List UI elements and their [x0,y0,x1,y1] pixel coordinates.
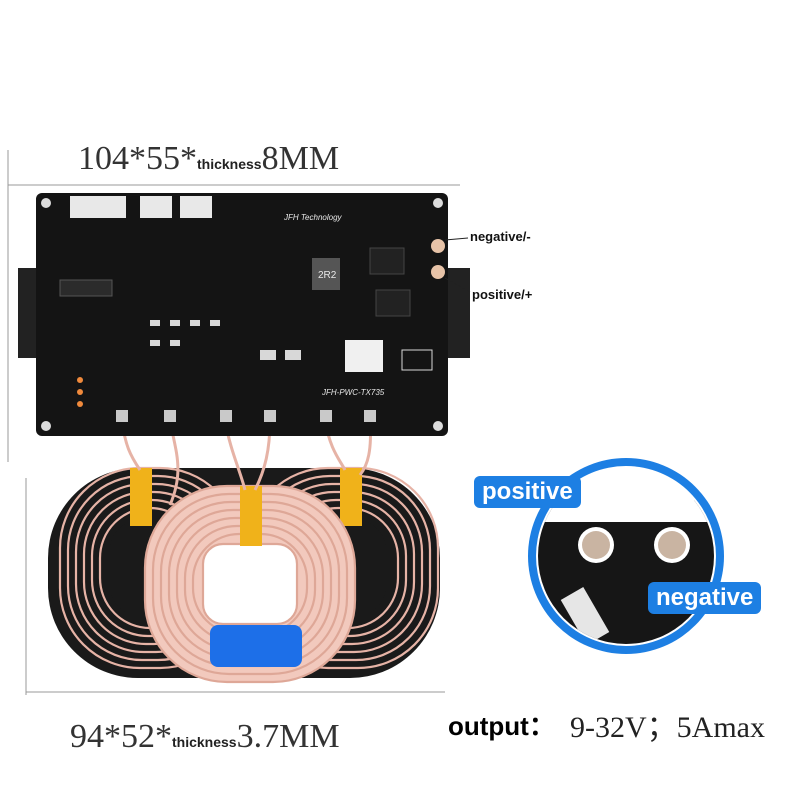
coil-left-tape [130,468,152,526]
pcb-board: 2R2 JFH Technology JFH-PWC-TX735 [18,193,470,436]
coil-thickness-text: 3.7MM [236,718,340,755]
negative-leader-line [444,237,469,241]
coil-center-tape [240,486,262,546]
pcb-model-text: JFH-PWC-TX735 [321,388,385,397]
output-label: output： [448,711,555,741]
coil-size-text: 94*52* [70,718,172,755]
coil-blue-label [210,625,302,667]
board-thickness-word: thickness [197,156,262,172]
inductor [312,258,340,290]
negative-terminal-label: negative/- [470,229,531,244]
coil-thickness-word: thickness [172,734,237,750]
board-size-text: 104*55* [78,140,197,177]
inductor-marking: 2R2 [318,270,337,281]
positive-leader-line [444,277,471,293]
board-dimensions-label: 104*55*thickness8MM [78,140,339,178]
zoom-negative-label: negative [648,582,762,614]
positive-terminal-label: positive/+ [472,287,533,302]
pcb-brand-text: JFH Technology [283,213,343,222]
output-value: 9-32V；5Amax [570,711,765,744]
coil-dimensions-label: 94*52*thickness3.7MM [70,718,340,756]
zoom-positive-label: positive [474,476,581,508]
board-thickness-text: 8MM [261,140,340,177]
coil-right-tape [340,468,362,526]
coil-center [143,484,357,684]
